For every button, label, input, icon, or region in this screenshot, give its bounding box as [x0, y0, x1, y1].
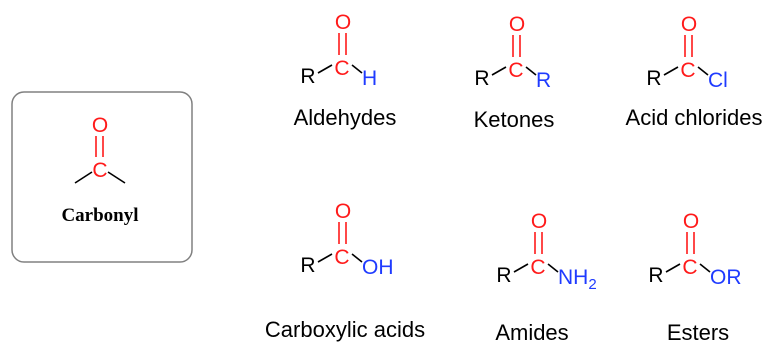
group-name: Aldehydes	[294, 105, 397, 130]
left-substituent: R	[496, 264, 511, 287]
oxygen-atom: O	[335, 200, 351, 223]
right-substituent: R	[536, 69, 551, 92]
group-name: Ketones	[474, 107, 555, 132]
oxygen-atom: O	[531, 210, 547, 233]
bond-left	[317, 64, 333, 74]
bond-left	[665, 263, 681, 273]
bond-right	[351, 64, 363, 74]
group-name: Esters	[667, 320, 729, 345]
bond-right	[525, 66, 537, 76]
carbon-atom: C	[508, 59, 523, 82]
oxygen-atom: O	[509, 13, 525, 36]
bond-right	[699, 263, 711, 273]
left-substituent: R	[646, 67, 661, 90]
right-substituent: OH	[362, 256, 394, 279]
left-substituent: R	[474, 67, 489, 90]
carbonyl-bond-right	[107, 171, 126, 184]
bond-left	[491, 66, 507, 76]
group-name: Acid chlorides	[626, 105, 763, 130]
carbon-atom: C	[682, 256, 697, 279]
oxygen-atom: O	[335, 11, 351, 34]
bond-right	[697, 66, 709, 76]
carbonyl-oxygen: O	[92, 114, 108, 137]
group-name: Carboxylic acids	[265, 317, 425, 342]
group-aldehydes: OCR H Aldehydes	[294, 11, 397, 130]
left-substituent: R	[300, 65, 315, 88]
carbon-atom: C	[334, 57, 349, 80]
carbonyl-carbon: C	[92, 159, 107, 182]
right-substituent: OR	[710, 266, 742, 289]
carbon-atom: C	[334, 246, 349, 269]
carbon-atom: C	[680, 59, 695, 82]
carbonyl-box	[11, 91, 193, 263]
oxygen-atom: O	[681, 13, 697, 36]
carbon-atom: C	[530, 256, 545, 279]
group-esters: OCR OR Esters	[648, 210, 741, 345]
bond-right	[547, 263, 559, 273]
group-ketones: OCR R Ketones	[474, 13, 555, 132]
bond-left	[513, 263, 529, 273]
carbonyl-label: Carbonyl	[61, 205, 138, 226]
right-substituent: H	[362, 67, 377, 90]
bond-left	[663, 66, 679, 76]
group-carboxylic-acids: OCR OH Carboxylic acids	[265, 200, 425, 342]
subscript: 2	[588, 276, 596, 293]
bond-right	[351, 253, 363, 263]
left-substituent: R	[300, 254, 315, 277]
group-name: Amides	[495, 320, 568, 345]
bond-left	[317, 253, 333, 263]
right-substituent: NH2	[558, 266, 597, 293]
carbonyl-structure: O C	[74, 114, 126, 184]
left-substituent: R	[648, 264, 663, 287]
right-substituent: Cl	[708, 69, 728, 92]
carbonyl-bond-left	[74, 171, 93, 184]
oxygen-atom: O	[683, 210, 699, 233]
